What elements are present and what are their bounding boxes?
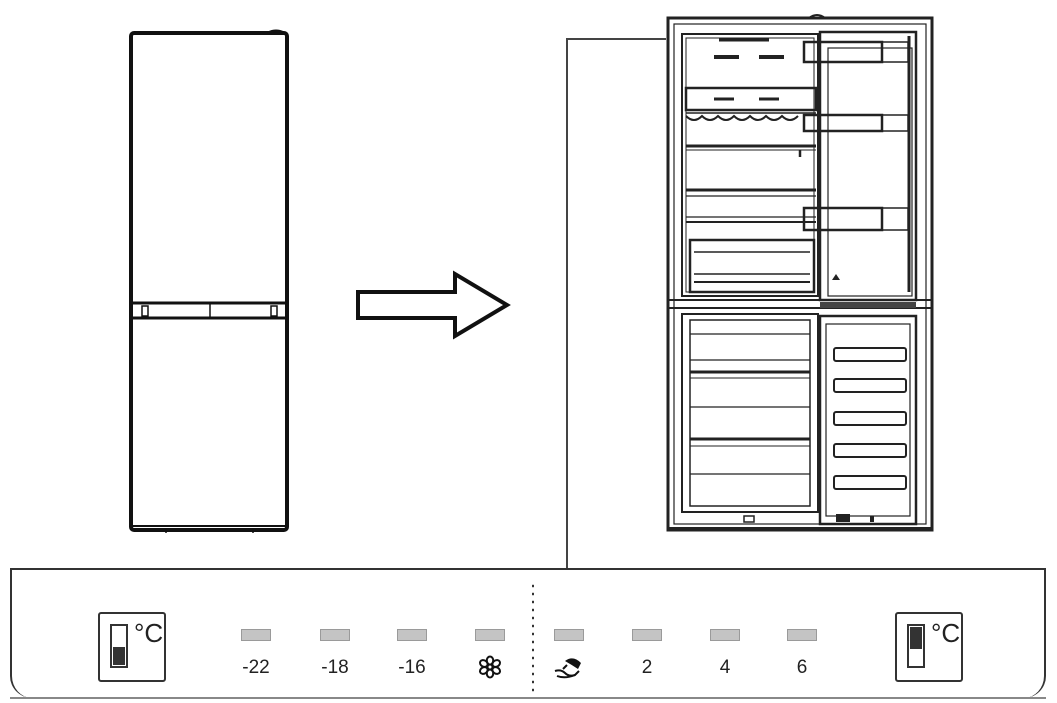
celsius-unit: °C bbox=[134, 618, 164, 648]
led-fridge-supercool bbox=[554, 629, 584, 641]
thermometer-top-filled-icon bbox=[907, 624, 925, 668]
label-freezer-minus18: -18 bbox=[321, 657, 349, 678]
label-fridge-6: 6 bbox=[796, 657, 808, 678]
label-freezer-minus22: -22 bbox=[242, 657, 270, 678]
super-cool-icon bbox=[553, 655, 585, 681]
zone-separator bbox=[532, 582, 534, 692]
label-fridge-2: 2 bbox=[641, 657, 653, 678]
led-freezer-minus22 bbox=[241, 629, 271, 641]
celsius-unit: °C bbox=[931, 618, 961, 648]
label-freezer-minus16: -16 bbox=[398, 657, 426, 678]
fridge-temperature-button[interactable]: °C bbox=[895, 612, 963, 682]
open-fridge-illustration bbox=[664, 12, 939, 537]
connector-line bbox=[566, 38, 666, 570]
control-panel bbox=[10, 568, 1046, 698]
freezer-temperature-button[interactable]: °C bbox=[98, 612, 166, 682]
thermometer-bottom-filled-icon bbox=[110, 624, 128, 668]
led-fridge-6 bbox=[787, 629, 817, 641]
led-fridge-4 bbox=[710, 629, 740, 641]
label-fridge-4: 4 bbox=[719, 657, 731, 678]
closed-fridge-illustration bbox=[128, 28, 293, 538]
arrow-right-icon bbox=[355, 270, 515, 340]
snowflake-icon bbox=[478, 655, 502, 679]
led-freezer-minus18 bbox=[320, 629, 350, 641]
led-freezer-minus16 bbox=[397, 629, 427, 641]
control-panel-bottom-edge bbox=[10, 697, 1046, 699]
led-fridge-2 bbox=[632, 629, 662, 641]
led-freezer-superfreeze bbox=[475, 629, 505, 641]
